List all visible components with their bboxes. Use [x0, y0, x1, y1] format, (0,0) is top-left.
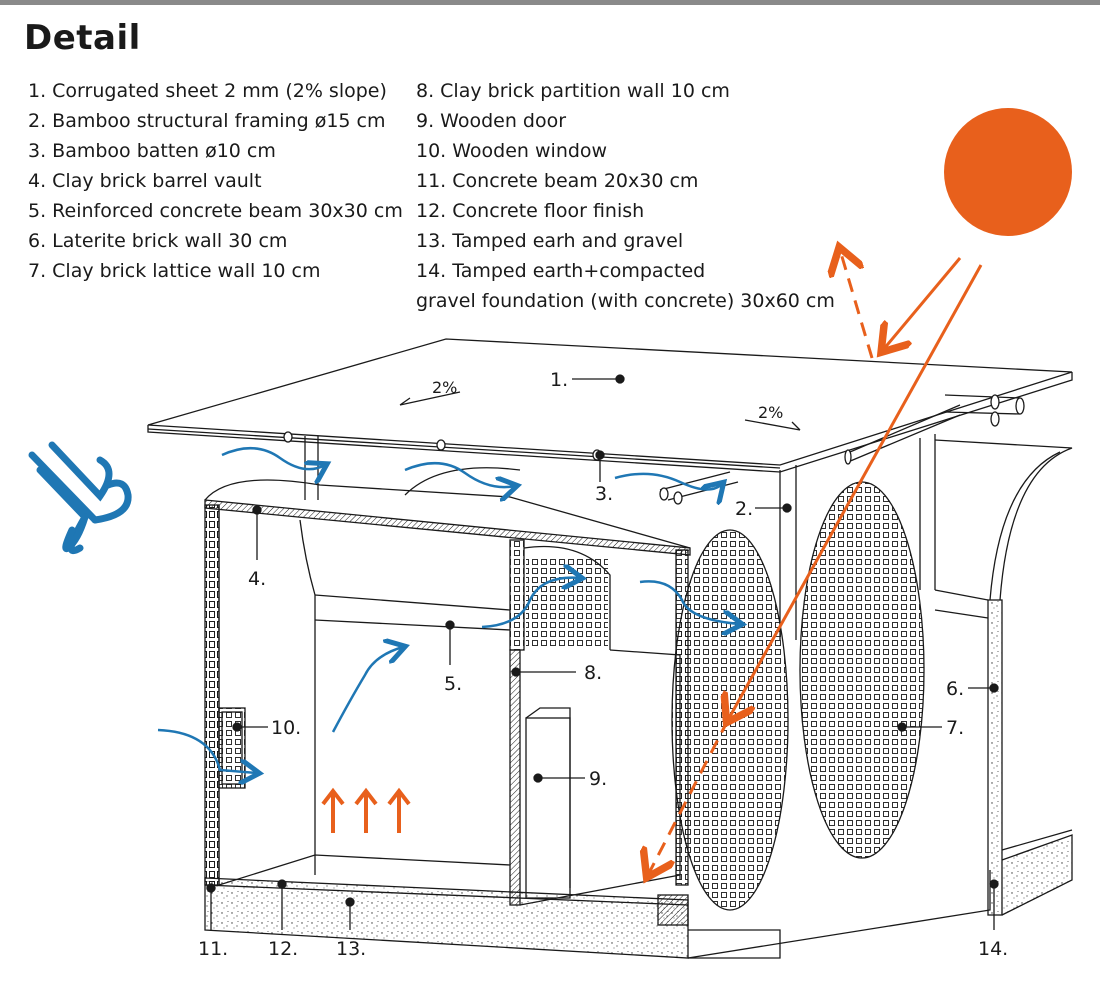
callout-4: 4.: [248, 568, 266, 590]
legend-item: 8. Clay brick partition wall 10 cm: [416, 80, 730, 102]
heat-arrows-icon: [321, 787, 411, 833]
right-wall: [987, 599, 1003, 916]
legend-item: 9. Wooden door: [416, 110, 567, 132]
door: [525, 717, 571, 899]
callout-9: 9.: [589, 768, 607, 790]
sun-rays: [648, 250, 983, 875]
lattice-wall-back: [799, 481, 925, 859]
sun-icon: [944, 108, 1072, 236]
airflow-arrows: [157, 446, 740, 773]
left-wall: [204, 504, 220, 886]
callout-1: 1.: [550, 369, 568, 391]
legend-item: 13. Tamped earh and gravel: [416, 230, 684, 252]
legend-item: 10. Wooden window: [416, 140, 608, 162]
legend-item: 11. Concrete beam 20x30 cm: [416, 170, 699, 192]
page-title: Detail: [24, 18, 141, 58]
callout-leaders: [206, 374, 999, 930]
partition-wall: [509, 649, 521, 906]
bamboo-battens: [283, 394, 1025, 505]
legend-right: 8. Clay brick partition wall 10 cm 9. Wo…: [416, 76, 835, 316]
callout-5: 5.: [444, 673, 462, 695]
callout-6: 6.: [946, 678, 964, 700]
legend-item: 12. Concrete floor finish: [416, 200, 645, 222]
legend-item: 4. Clay brick barrel vault: [28, 170, 262, 192]
callout-11: 11.: [198, 938, 228, 960]
legend-item: 7. Clay brick lattice wall 10 cm: [28, 260, 321, 282]
legend-item: 14. Tamped earth+compacted: [416, 260, 706, 282]
structure-linework: [147, 338, 1073, 959]
svg-text:2%: 2%: [758, 403, 783, 422]
legend-item: 6. Laterite brick wall 30 cm: [28, 230, 288, 252]
legend-item: gravel foundation (with concrete) 30x60 …: [416, 290, 835, 312]
wind-icon: [28, 441, 132, 555]
legend-left: 1. Corrugated sheet 2 mm (2% slope) 2. B…: [28, 76, 403, 286]
callout-7: 7.: [946, 717, 964, 739]
callout-13: 13.: [336, 938, 366, 960]
top-rule: [0, 0, 1100, 5]
legend-item: 3. Bamboo batten ø10 cm: [28, 140, 276, 162]
callout-12: 12.: [268, 938, 298, 960]
callout-10: 10.: [271, 717, 301, 739]
lattice-wall-front: [671, 529, 789, 911]
window: [218, 707, 246, 789]
roof-sheet: [147, 338, 1073, 466]
callout-14: 14.: [978, 938, 1008, 960]
callout-8: 8.: [584, 662, 602, 684]
svg-text:2%: 2%: [432, 378, 457, 397]
slope-mark-right: 2%: [744, 403, 801, 431]
legend-item: 5. Reinforced concrete beam 30x30 cm: [28, 200, 403, 222]
callout-3: 3.: [595, 483, 613, 505]
legend-item: 1. Corrugated sheet 2 mm (2% slope): [28, 80, 387, 102]
legend-item: 2. Bamboo structural framing ø15 cm: [28, 110, 386, 132]
callout-2: 2.: [735, 498, 753, 520]
slope-mark-left: 2%: [399, 378, 461, 406]
